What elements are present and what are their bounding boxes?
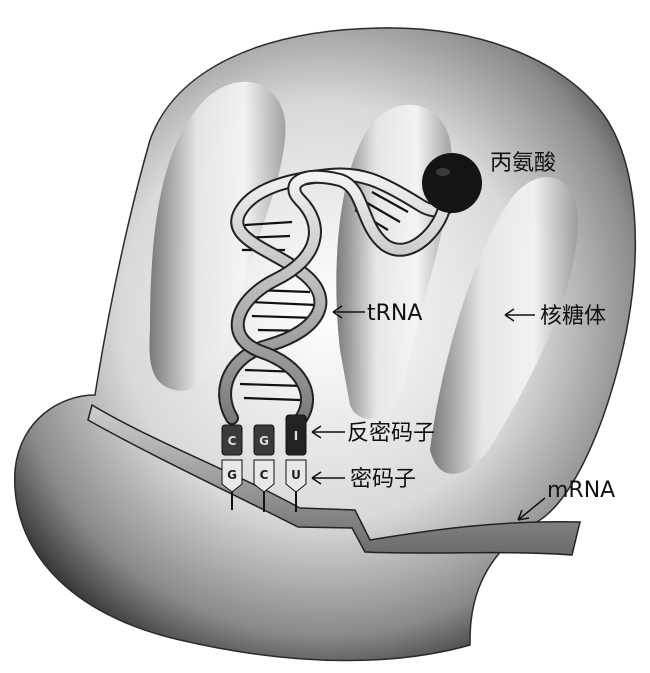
label-alanine: 丙氨酸 xyxy=(490,151,556,176)
label-ribosome: 核糖体 xyxy=(540,304,606,329)
anticodon-base-2: G xyxy=(259,434,269,448)
label-anticodon: 反密码子 xyxy=(347,421,435,446)
codon-base-3: U xyxy=(291,468,301,482)
label-mrna: mRNA xyxy=(547,478,615,503)
codon-base-2: C xyxy=(260,468,269,482)
label-codon: 密码子 xyxy=(350,467,416,492)
anticodon-base-1: C xyxy=(228,434,237,448)
codon-base-1: G xyxy=(227,468,237,482)
alanine-ball xyxy=(422,153,482,213)
anticodon-base-3: I xyxy=(294,429,298,443)
label-trna: tRNA xyxy=(367,301,422,326)
